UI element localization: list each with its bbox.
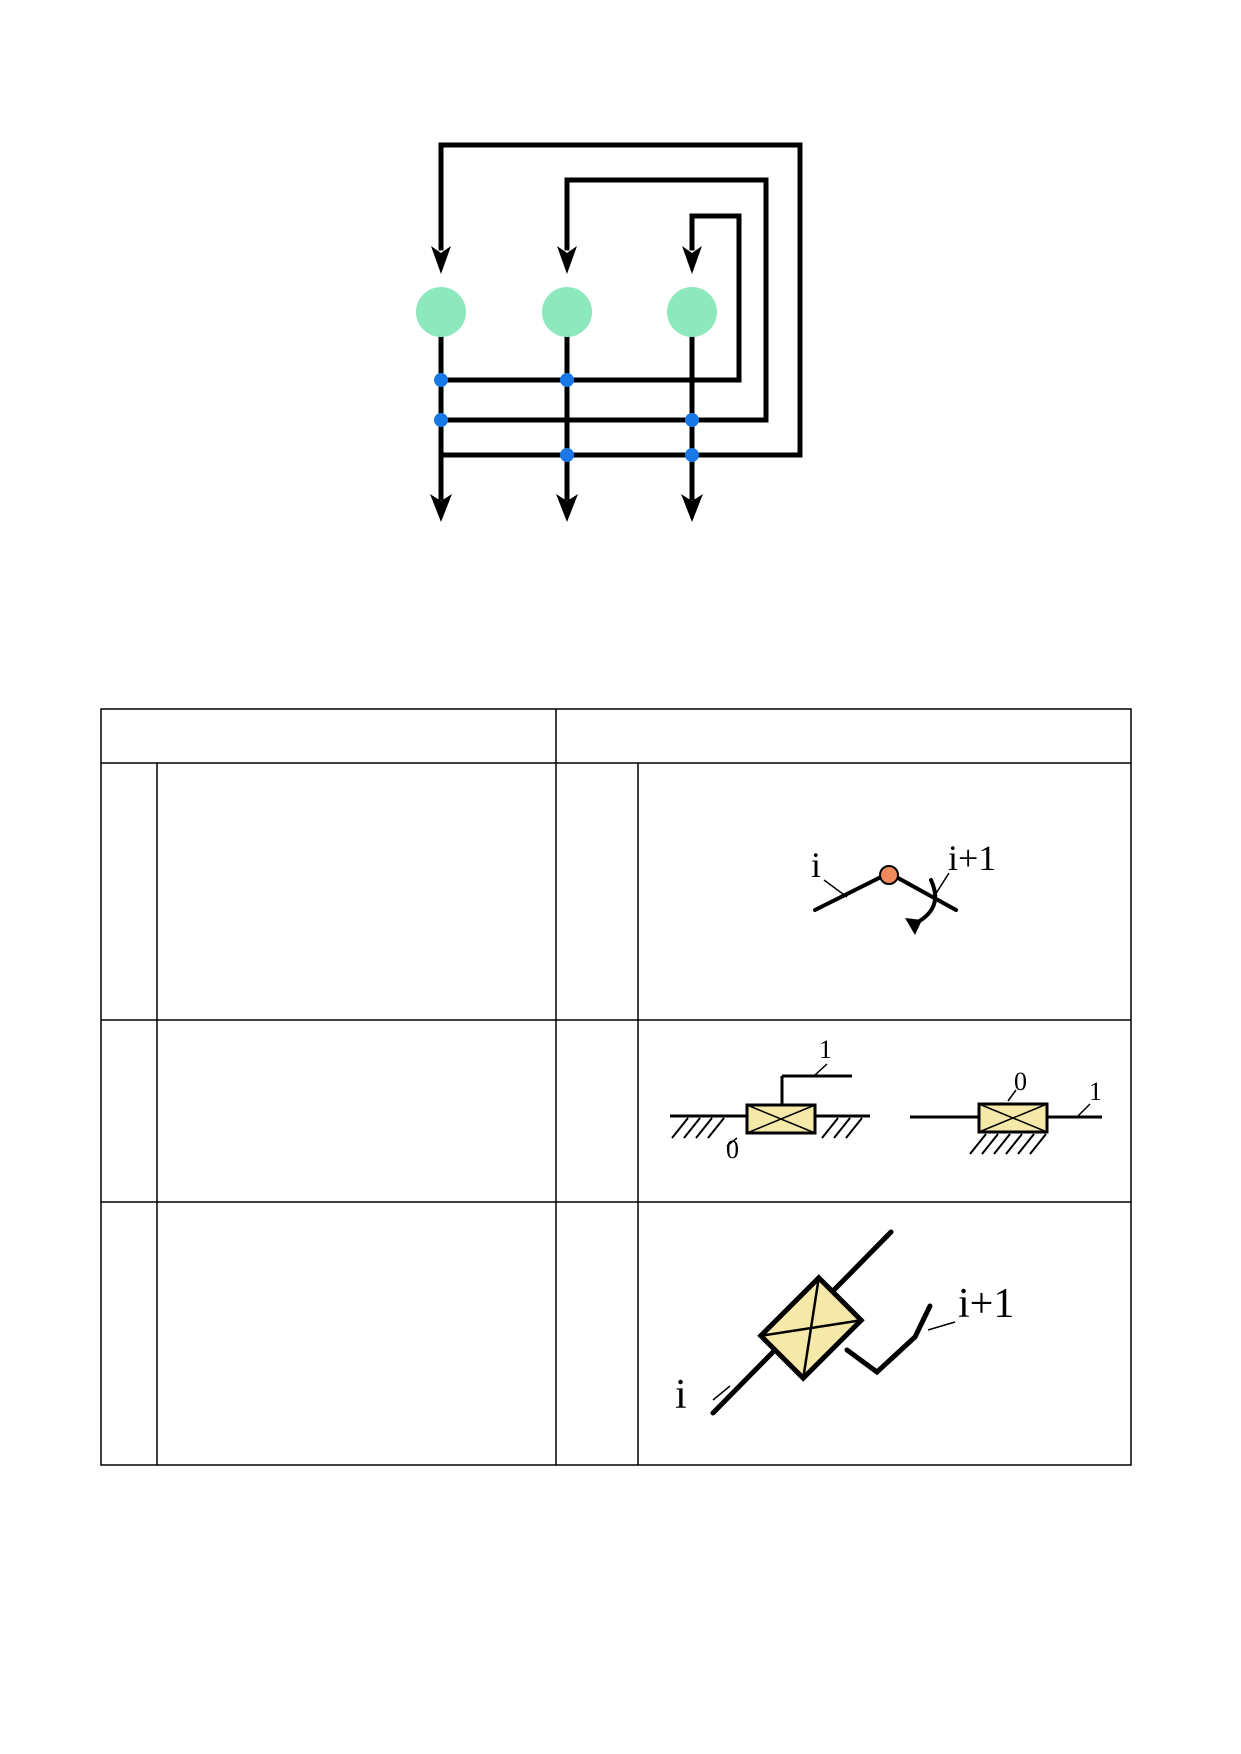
- junction-dot: [685, 448, 699, 462]
- label-1-right: 1: [1089, 1077, 1102, 1106]
- feedback-loop-outer: [438, 142, 803, 458]
- rotation-arrow-icon: [905, 918, 922, 935]
- prismatic-pair-ground-symbol-right: 0 1: [910, 1067, 1102, 1155]
- arrow-down-icon: [557, 246, 577, 274]
- revolute-pair-symbol: i i+1: [811, 838, 996, 935]
- summing-node: [542, 287, 592, 337]
- table-border: [100, 708, 1132, 1466]
- arrow-down-icon: [556, 494, 578, 522]
- arrow-down-icon: [682, 246, 702, 274]
- junction-dot: [434, 413, 448, 427]
- arrow-down-icon: [681, 494, 703, 522]
- feedback-loop-middle: [438, 177, 769, 423]
- label-1-left: 1: [819, 1035, 832, 1064]
- junction-dot: [685, 413, 699, 427]
- link-label-i-plus-1: i+1: [958, 1281, 1014, 1327]
- prismatic-pair-links-symbol: i i+1: [675, 1229, 1014, 1418]
- label-0-right: 0: [1014, 1067, 1027, 1096]
- junction-dot: [560, 373, 574, 387]
- junction-dot: [434, 373, 448, 387]
- summing-node: [667, 287, 717, 337]
- junction-dot: [560, 448, 574, 462]
- link-label-i-plus-1: i+1: [948, 838, 996, 878]
- flow-diagram: [416, 142, 803, 522]
- node-group: [416, 287, 717, 337]
- joint-pin: [879, 865, 899, 885]
- label-0-left: 0: [726, 1135, 739, 1164]
- link-label-i: i: [811, 845, 821, 885]
- arrow-down-icon: [430, 494, 452, 522]
- prismatic-pair-ground-symbol-left: 1 0: [670, 1035, 870, 1164]
- feedback-loop-inner: [438, 213, 742, 383]
- summing-node: [416, 287, 466, 337]
- link-label-i: i: [675, 1372, 687, 1418]
- arrow-down-icon: [431, 246, 451, 274]
